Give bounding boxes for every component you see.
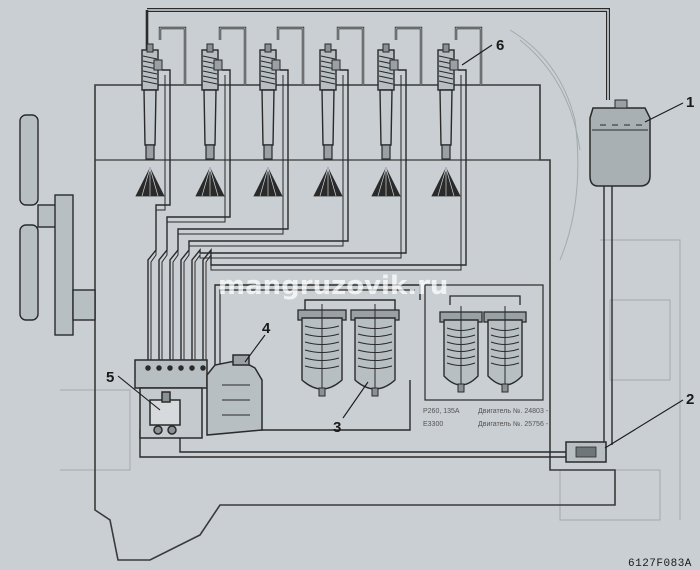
feed-line-to-pump bbox=[179, 430, 566, 453]
injector-3 bbox=[253, 26, 305, 197]
variant-filter-left bbox=[439, 306, 483, 393]
engine-label-left-top: Р260, 135А bbox=[423, 408, 460, 415]
hp-line-inner-2 bbox=[161, 75, 226, 360]
hp-line-1 bbox=[147, 69, 171, 360]
engine-label-right-bottom: Двигатель №. 25756 - bbox=[478, 421, 549, 428]
hp-line-inner-6 bbox=[205, 75, 462, 360]
governor bbox=[206, 354, 263, 436]
hp-line-5 bbox=[191, 69, 407, 360]
fuel-filter-right bbox=[350, 304, 400, 397]
callout-4: 4 bbox=[262, 320, 271, 337]
watermark-text: mangruzovik.ru bbox=[218, 271, 448, 301]
hp-line-4 bbox=[180, 69, 349, 360]
hp-line-inner-4 bbox=[183, 75, 344, 360]
fan-assembly bbox=[19, 114, 96, 336]
engine-label-right-top: Двигатель №. 24803 - bbox=[478, 408, 549, 415]
engine-label-left-bottom: Е3300 bbox=[423, 421, 443, 428]
fuel-strainer bbox=[565, 441, 607, 463]
injection-pump bbox=[134, 359, 208, 439]
injectors-row bbox=[135, 26, 483, 197]
hp-line-inner-3 bbox=[172, 75, 284, 360]
figure-code: 6127F083A bbox=[628, 558, 692, 570]
tank-supply-line bbox=[603, 186, 613, 445]
hp-line-2 bbox=[158, 69, 231, 360]
injector-5 bbox=[371, 26, 423, 197]
engine-number-labels: Р260, 135А Е3300 Двигатель №. 24803 - Дв… bbox=[423, 408, 549, 428]
injector-4 bbox=[313, 26, 365, 197]
callout-6: 6 bbox=[496, 37, 504, 54]
high-pressure-lines bbox=[147, 69, 467, 360]
fuel-filters-main bbox=[297, 299, 400, 397]
injector-6 bbox=[431, 26, 483, 197]
hp-line-inner-5 bbox=[194, 75, 402, 360]
filter-line bbox=[214, 284, 421, 380]
callout-leaders bbox=[117, 44, 684, 449]
fuel-tank bbox=[589, 99, 651, 187]
engine-block-outline bbox=[94, 84, 616, 561]
hp-line-inner-1 bbox=[150, 75, 166, 360]
hp-line-3 bbox=[169, 69, 289, 360]
callout-2: 2 bbox=[686, 391, 694, 408]
injector-2 bbox=[195, 26, 247, 197]
fuel-filter-left bbox=[297, 304, 347, 397]
variant-inset-box bbox=[424, 284, 544, 401]
variant-filter-right bbox=[483, 306, 527, 393]
callout-5: 5 bbox=[106, 369, 114, 386]
injector-1 bbox=[135, 26, 187, 197]
callout-3: 3 bbox=[333, 419, 341, 436]
callout-1: 1 bbox=[686, 94, 694, 111]
fuel-filters-variant bbox=[439, 295, 527, 393]
